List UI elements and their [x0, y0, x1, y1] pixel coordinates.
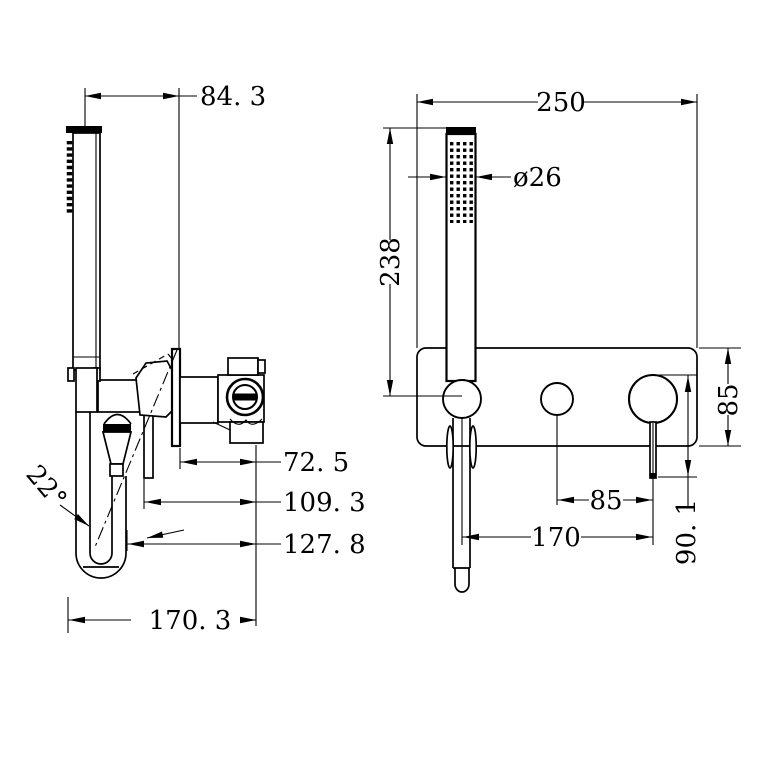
dim-lever-length: 90. 1 [648, 374, 702, 565]
dim-depth-b: 109. 3 [143, 479, 366, 518]
spray-face-front [449, 141, 475, 223]
wand-cap-side [66, 126, 102, 133]
holder-arm-left [445, 425, 455, 469]
connector-cone [101, 431, 133, 465]
wall-plate-side [170, 347, 182, 448]
valve-stub [143, 411, 154, 479]
connector-tube [109, 463, 124, 477]
wand-grip-side [75, 367, 98, 413]
diverter-circle [540, 382, 574, 416]
dim-diameter: ø26 [408, 163, 562, 193]
dim-depth-total-label: 170. 3 [149, 606, 232, 636]
dim-lever-length-label: 90. 1 [672, 499, 702, 565]
front-view-drawing: 250 ø26 238 85 [376, 88, 744, 593]
wand-cap-front [446, 127, 476, 135]
valve-rear-body [179, 357, 266, 444]
hand-shower-side [66, 126, 102, 413]
dim-spacing-outer: 170 [462, 523, 653, 553]
dim-angle-label: 22° [20, 460, 73, 515]
dim-depth-c: 127. 8 [126, 530, 366, 560]
dim-offset-label: 84. 3 [200, 82, 266, 112]
connector-band [103, 424, 131, 432]
dim-spacing-inner: 85 [557, 486, 653, 516]
handle-alt-position [132, 353, 169, 375]
holder-circle [442, 379, 482, 419]
dim-height-label: 238 [376, 237, 406, 287]
handle-swing-centerline [94, 349, 178, 548]
holder-arm-right [468, 425, 478, 469]
connector-dome [103, 413, 132, 425]
dim-plate-height-label: 85 [714, 383, 744, 416]
dim-depth-b-label: 109. 3 [283, 488, 366, 518]
dim-spacing-outer-label: 170 [531, 523, 581, 553]
mixer-handle-side [135, 360, 173, 418]
hose-front [445, 418, 478, 593]
mixer-circle [627, 373, 679, 425]
side-view-drawing: 84. 3 72. 5 109. 3 127. 8 [20, 82, 366, 636]
dim-depth-a: 72. 5 [179, 448, 349, 478]
dim-height: 238 [376, 127, 462, 397]
hand-shower-front [445, 127, 477, 383]
hose-side [75, 412, 127, 579]
dim-width: 250 [416, 88, 698, 348]
dim-depth-a-label: 72. 5 [283, 448, 349, 478]
dim-depth-total: 170. 3 [67, 597, 256, 636]
dim-width-label: 250 [536, 88, 586, 118]
outlet-slot [234, 393, 256, 401]
dim-offset: 84. 3 [84, 82, 266, 348]
dim-plate-height: 85 [699, 347, 744, 447]
dim-spacing-inner-label: 85 [589, 486, 622, 516]
dim-diameter-label: ø26 [513, 163, 562, 193]
dim-depth-c-label: 127. 8 [283, 530, 366, 560]
